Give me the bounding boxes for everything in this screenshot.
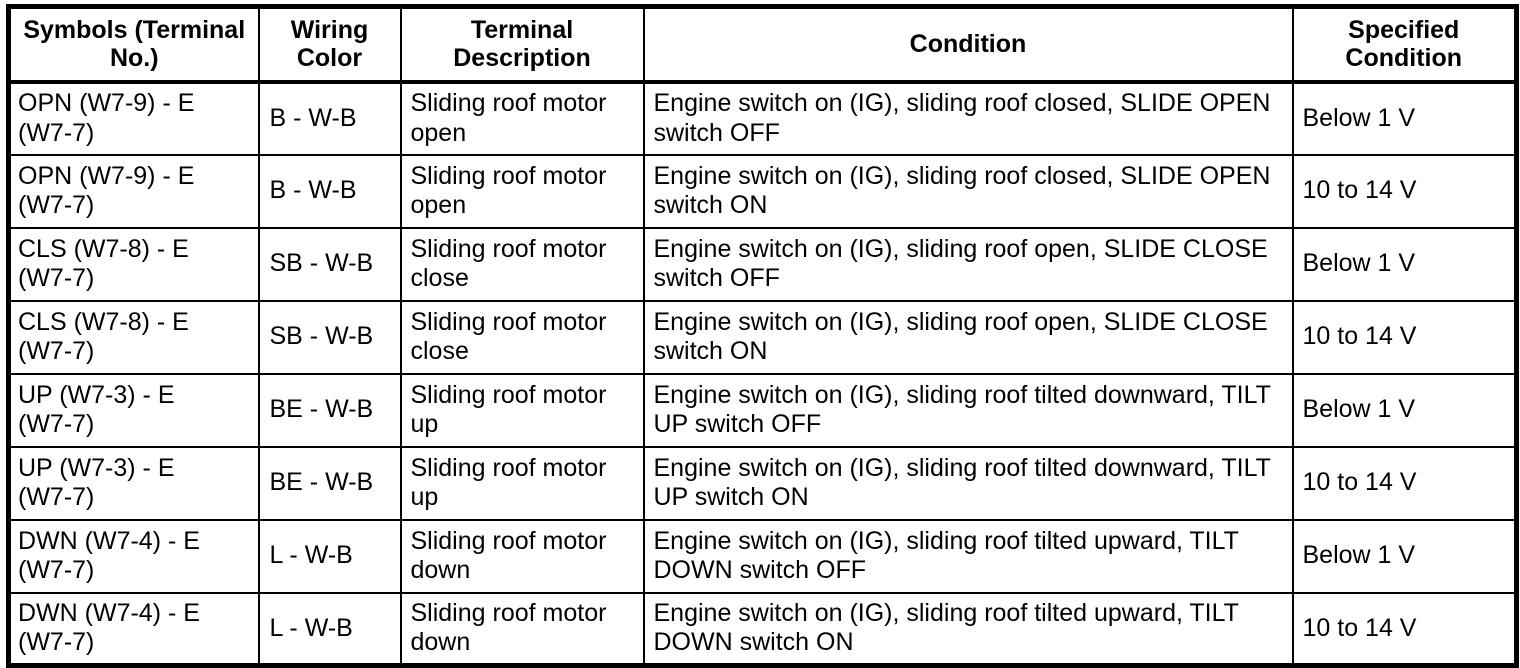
cell-specified-condition: 10 to 14 V — [1292, 300, 1517, 375]
cell-terminal-description: Sliding roof motor down — [400, 519, 645, 594]
cell-terminal-description: Sliding roof motor up — [400, 446, 645, 521]
cell-wiring-color: SB - W-B — [258, 227, 402, 302]
table-row: DWN (W7-4) - E (W7-7) L - W-B Sliding ro… — [8, 519, 1517, 594]
cell-terminal-description: Sliding roof motor open — [400, 81, 645, 156]
cell-symbols: OPN (W7-9) - E (W7-7) — [8, 154, 260, 229]
cell-specified-condition: 10 to 14 V — [1292, 446, 1517, 521]
cell-terminal-description: Sliding roof motor open — [400, 154, 645, 229]
column-header-terminal-description: Terminal Description — [400, 6, 645, 84]
cell-symbols: UP (W7-3) - E (W7-7) — [8, 373, 260, 448]
cell-wiring-color: L - W-B — [258, 592, 402, 666]
cell-condition: Engine switch on (IG), sliding roof open… — [643, 300, 1294, 375]
cell-wiring-color: B - W-B — [258, 81, 402, 156]
column-header-wiring-color: Wiring Color — [258, 6, 402, 84]
cell-symbols: DWN (W7-4) - E (W7-7) — [8, 519, 260, 594]
cell-condition: Engine switch on (IG), sliding roof tilt… — [643, 592, 1294, 666]
cell-specified-condition: 10 to 14 V — [1302, 613, 1417, 642]
table-row: DWN (W7-4) - E (W7-7) L - W-B Sliding ro… — [8, 592, 1517, 666]
column-header-condition: Condition — [643, 6, 1294, 84]
cell-wiring-color: BE - W-B — [258, 373, 402, 448]
column-header-symbols: Symbols (Terminal No.) — [8, 6, 260, 84]
cell-condition: Engine switch on (IG), sliding roof open… — [643, 227, 1294, 302]
table-row: UP (W7-3) - E (W7-7) BE - W-B Sliding ro… — [8, 446, 1517, 521]
cell-terminal-description: Sliding roof motor down — [400, 592, 645, 666]
cell-specified-condition: 10 to 14 V — [1292, 154, 1517, 229]
cell-condition: Engine switch on (IG), sliding roof tilt… — [643, 446, 1294, 521]
cell-wiring-color: SB - W-B — [258, 300, 402, 375]
cell-specified-condition: Below 1 V — [1292, 519, 1517, 594]
cell-symbols: DWN (W7-4) - E (W7-7) — [8, 592, 260, 666]
cell-symbols: UP (W7-3) - E (W7-7) — [8, 446, 260, 521]
table-row: OPN (W7-9) - E (W7-7) B - W-B Sliding ro… — [8, 154, 1517, 229]
cell-wiring-color: L - W-B — [258, 519, 402, 594]
table-header: Symbols (Terminal No.) Wiring Color Term… — [8, 6, 1517, 84]
table-body: OPN (W7-9) - E (W7-7) B - W-B Sliding ro… — [8, 81, 1517, 666]
terminal-inspection-table: Symbols (Terminal No.) Wiring Color Term… — [6, 4, 1519, 668]
cell-specified-condition: Below 1 V — [1292, 81, 1517, 156]
column-header-specified-condition: Specified Condition — [1292, 6, 1517, 84]
table-row: UP (W7-3) - E (W7-7) BE - W-B Sliding ro… — [8, 373, 1517, 448]
cell-condition: Engine switch on (IG), sliding roof tilt… — [643, 373, 1294, 448]
cell-condition: Engine switch on (IG), sliding roof clos… — [643, 154, 1294, 229]
cell-terminal-description: Sliding roof motor close — [400, 227, 645, 302]
table-row: CLS (W7-8) - E (W7-7) SB - W-B Sliding r… — [8, 227, 1517, 302]
cell-condition: Engine switch on (IG), sliding roof clos… — [643, 81, 1294, 156]
cell-specified-condition: Below 1 V — [1292, 373, 1517, 448]
cell-symbols: CLS (W7-8) - E (W7-7) — [8, 227, 260, 302]
cell-wiring-color: BE - W-B — [258, 446, 402, 521]
header-row: Symbols (Terminal No.) Wiring Color Term… — [8, 6, 1517, 84]
table-row: CLS (W7-8) - E (W7-7) SB - W-B Sliding r… — [8, 300, 1517, 375]
cell-condition: Engine switch on (IG), sliding roof tilt… — [643, 519, 1294, 594]
cell-terminal-description: Sliding roof motor close — [400, 300, 645, 375]
table-row: OPN (W7-9) - E (W7-7) B - W-B Sliding ro… — [8, 81, 1517, 156]
cell-wiring-color: B - W-B — [258, 154, 402, 229]
cell-terminal-description: Sliding roof motor up — [400, 373, 645, 448]
cell-symbols: OPN (W7-9) - E (W7-7) — [8, 81, 260, 156]
cell-specified-condition: Below 1 V — [1292, 227, 1517, 302]
cell-symbols: CLS (W7-8) - E (W7-7) — [8, 300, 260, 375]
